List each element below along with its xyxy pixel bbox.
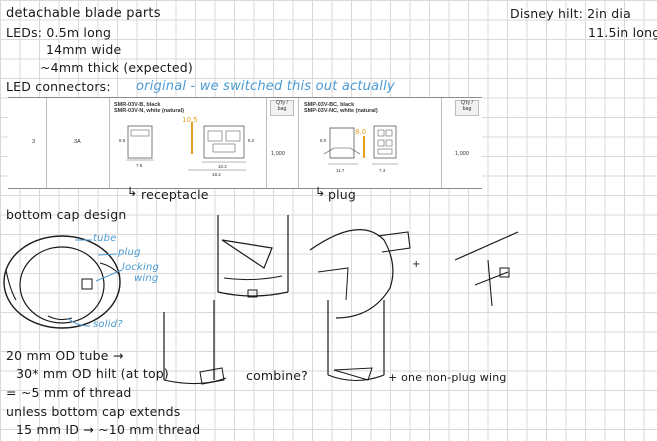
note-line-3: = ~5 mm of thread: [6, 385, 132, 400]
connectors-note: original - we switched this out actually: [136, 79, 395, 94]
qty-header-2-line2: bag: [462, 105, 472, 112]
leds-length: LEDs: 0.5m long: [6, 25, 112, 40]
plug-dim-2: 7.4: [379, 168, 386, 173]
qty-value-2: 1,000: [455, 151, 469, 157]
bottom-cap-heading: bottom cap design: [6, 207, 127, 222]
receptacle-drawing: [126, 122, 398, 171]
annot-plug: plug: [118, 247, 141, 258]
receptacle-annotation: 10.5: [182, 116, 198, 124]
plug-part-black: SMP-03V-BC, black: [304, 102, 355, 108]
annot-tube: tube: [93, 233, 117, 244]
annot-wing: wing: [134, 273, 159, 284]
receptacle-dim-4: 8.5: [119, 138, 126, 143]
receptacle-dim-3: 18.2: [212, 172, 221, 177]
qty-header-2: Q'ty / bag: [455, 100, 479, 116]
disney-hilt-length: 11.5in long: [588, 25, 657, 40]
plug-dim-1: 11.7: [336, 168, 345, 173]
qty-header-1-line1: Q'ty /: [276, 100, 288, 106]
note-line-5: 15 mm ID → ~10 mm thread: [16, 422, 201, 437]
table-col-qty1: [266, 98, 299, 188]
receptacle-dim-1: 7.5: [136, 163, 143, 168]
note-line-4: unless bottom cap extends: [6, 404, 181, 419]
table-col-plug: [298, 98, 442, 188]
note-line-1: 20 mm OD tube →: [6, 348, 124, 363]
plug-part-white: SMP-03V-NC, white (natural): [304, 108, 378, 115]
connectors-heading: LED connectors:: [6, 79, 111, 94]
plug-annotation: 8.0: [355, 128, 367, 136]
receptacle-label: receptacle: [141, 187, 209, 202]
note-line-2: 30* mm OD hilt (at top): [16, 366, 170, 381]
leds-thickness: ~4mm thick (expected): [40, 60, 193, 75]
leds-width: 14mm wide: [46, 42, 122, 57]
page-title: detachable blade parts: [6, 6, 161, 21]
table-col-num: [8, 98, 47, 188]
plug-part-numbers: SMP-03V-BC, black SMP-03V-NC, white (nat…: [304, 102, 378, 115]
connector-spec-table: 3 3A SMR-03V-B, black SMR-03V-N, white (…: [8, 97, 482, 189]
plug-arrow: ↳: [315, 184, 326, 199]
plus-sign: +: [412, 259, 421, 270]
table-col-receptacle: [109, 98, 267, 188]
receptacle-part-white: SMR-03V-N, white (natural): [114, 108, 184, 115]
one-non-plug-wing: + one non-plug wing: [388, 371, 507, 384]
table-col-amp: [46, 98, 110, 188]
table-cell-amp: 3A: [74, 139, 81, 145]
annot-solid: solid?: [93, 319, 123, 330]
annot-locking: locking: [122, 262, 160, 273]
qty-value-1: 1,000: [271, 151, 285, 157]
plug-label: plug: [328, 187, 357, 202]
plug-dim-3: 8.0: [320, 138, 327, 143]
combine-label: combine?: [246, 368, 308, 383]
receptacle-part-black: SMR-03V-B, black: [114, 102, 161, 108]
disney-hilt-diameter: Disney hilt: 2in dia: [510, 6, 631, 21]
receptacle-arrow: ↳: [127, 184, 138, 199]
qty-header-1-line2: bag: [277, 105, 287, 112]
qty-header-1: Q'ty / bag: [270, 100, 294, 116]
receptacle-dim-2: 10.2: [218, 164, 227, 169]
receptacle-dim-5: 8.2: [248, 138, 255, 143]
table-cell-num: 3: [32, 139, 36, 145]
receptacle-part-numbers: SMR-03V-B, black SMR-03V-N, white (natur…: [114, 102, 184, 115]
qty-header-2-line1: Q'ty /: [461, 100, 473, 106]
